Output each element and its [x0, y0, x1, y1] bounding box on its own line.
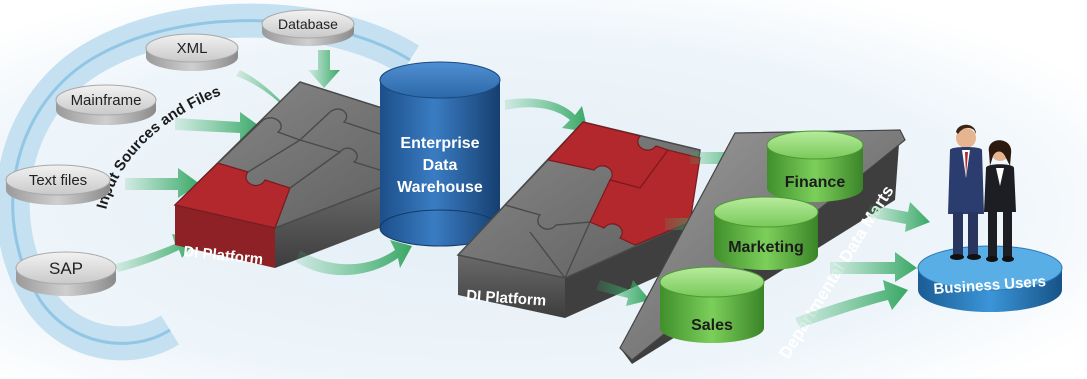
source-sap: SAP — [15, 251, 117, 296]
businessman-figure — [948, 124, 984, 260]
flow-arrow — [296, 240, 412, 276]
business-users: Business Users — [917, 124, 1063, 312]
source-label-database: Database — [278, 16, 338, 32]
enterprise-data-warehouse: Enterprise Data Warehouse — [379, 61, 501, 247]
warehouse-label-line3: Warehouse — [397, 179, 483, 196]
source-label-sap: SAP — [49, 259, 83, 278]
mart-label-finance: Finance — [785, 174, 846, 191]
source-xml: XML — [145, 33, 239, 71]
source-label-text-files: Text files — [29, 172, 87, 189]
warehouse-label-line2: Data — [423, 157, 458, 174]
source-label-mainframe: Mainframe — [71, 92, 142, 109]
flow-arrow — [236, 70, 298, 118]
source-label-xml: XML — [177, 40, 208, 57]
flow-arrow — [868, 202, 930, 232]
flow-arrow — [795, 280, 908, 328]
di-platform-left: DI Platform — [173, 81, 421, 268]
user-flow-arrows — [795, 202, 930, 328]
source-text-files: Text files — [5, 164, 111, 205]
di-platform-right-label: DI Platform — [466, 287, 547, 310]
mart-label-sales: Sales — [691, 317, 733, 334]
flow-arrow — [830, 252, 917, 282]
puzzle-piece-red — [173, 162, 291, 229]
businesswoman-figure — [984, 140, 1016, 262]
mart-finance: Finance — [766, 130, 864, 202]
mart-marketing: Marketing — [713, 196, 819, 270]
flow-arrow — [505, 98, 588, 132]
mart-label-marketing: Marketing — [728, 239, 804, 256]
flow-arrow — [175, 112, 262, 142]
warehouse-label-line1: Enterprise — [400, 135, 479, 152]
flow-arrow — [596, 280, 650, 306]
source-mainframe: Mainframe — [55, 84, 157, 125]
flow-arrow — [125, 168, 200, 198]
flow-arrow — [308, 50, 340, 88]
mart-sales: Sales — [659, 266, 765, 343]
source-database: Database — [261, 9, 355, 46]
